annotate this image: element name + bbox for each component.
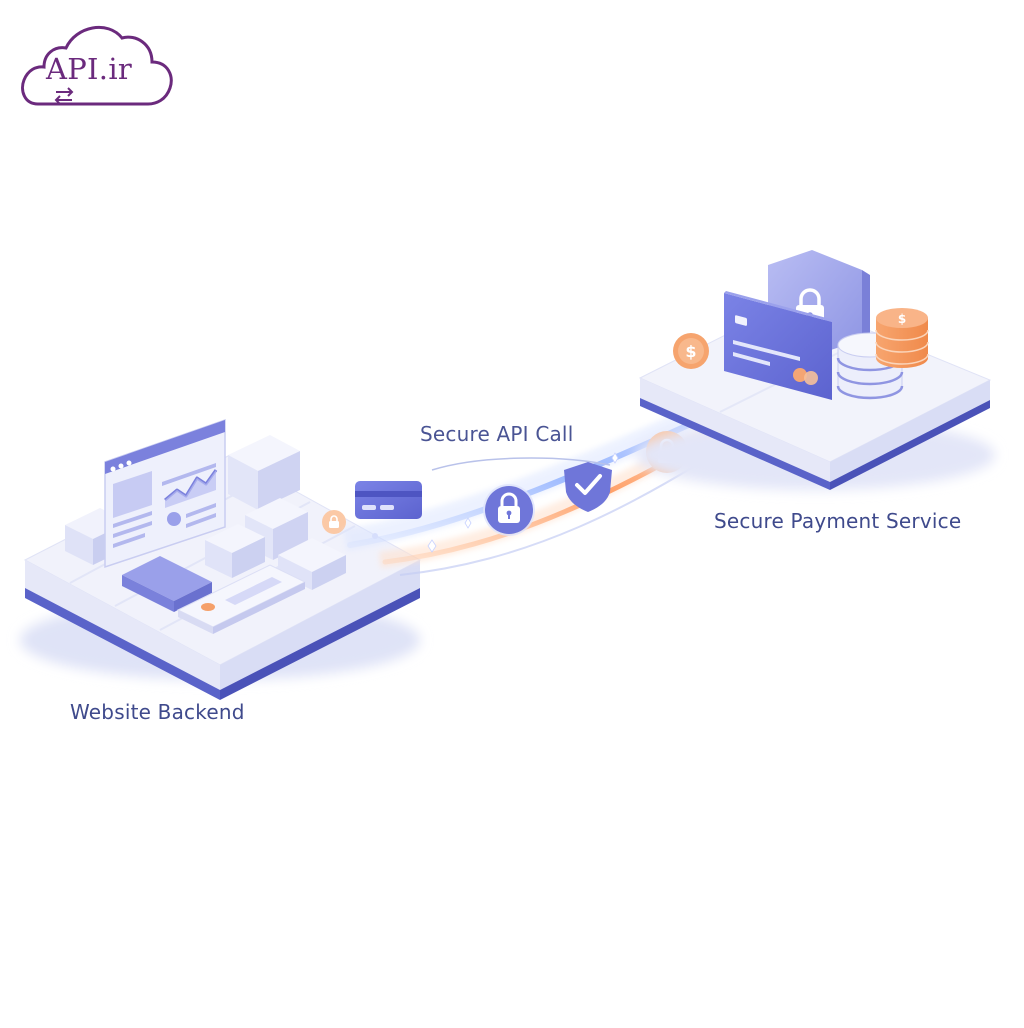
dollar-coin-symbol: $ — [685, 342, 696, 361]
payment-card-icon — [724, 291, 834, 400]
coin-stack-icon: $ — [875, 308, 929, 368]
secure-payment-service-label: Secure Payment Service — [714, 509, 962, 533]
payment-platform: $ $ — [635, 250, 995, 490]
server-block-back — [228, 435, 300, 510]
input-bar — [176, 564, 307, 634]
server-block-front — [205, 524, 265, 578]
website-backend-label: Website Backend — [70, 700, 245, 724]
backend-platform — [20, 418, 422, 700]
logo-text: API.ir — [46, 52, 133, 86]
cloud-logo-icon — [21, 26, 173, 106]
api-ir-logo: API.ir — [18, 18, 178, 110]
purple-slab — [122, 556, 212, 612]
secure-api-call-label: Secure API Call — [420, 422, 574, 446]
lock-node-left — [322, 510, 346, 534]
shield-check-icon — [564, 462, 612, 512]
dollar-coin-icon: $ — [673, 333, 709, 369]
dashboard-screen — [104, 418, 226, 569]
coin-symbol-text: $ — [898, 312, 906, 326]
credit-card-icon — [355, 481, 422, 519]
lock-icon — [483, 484, 535, 536]
